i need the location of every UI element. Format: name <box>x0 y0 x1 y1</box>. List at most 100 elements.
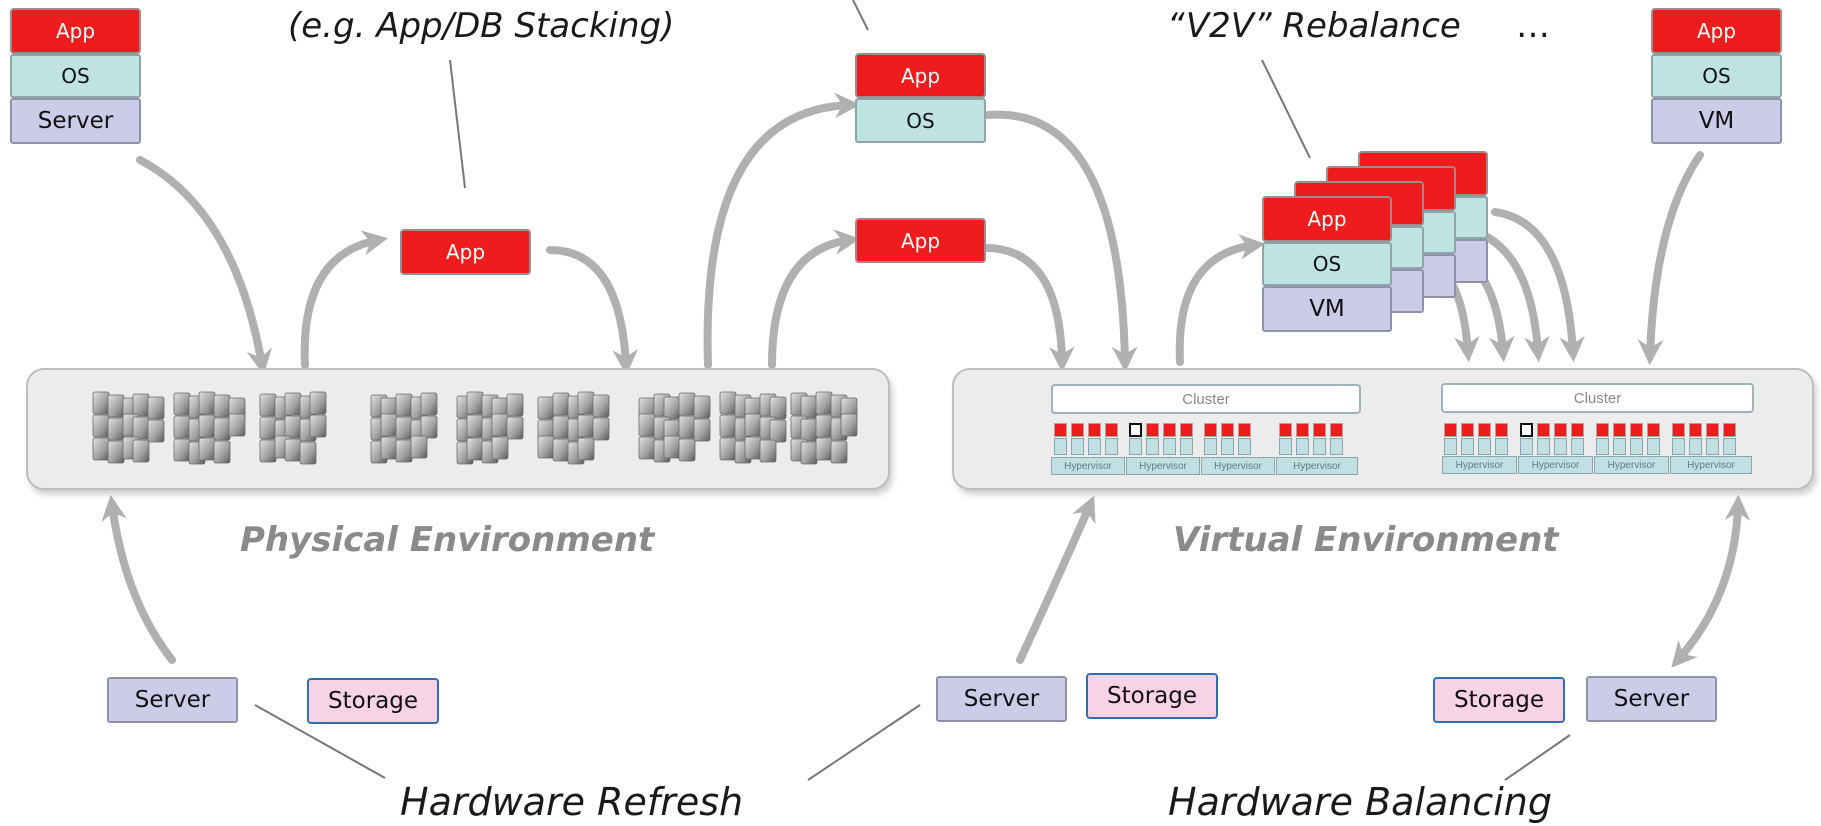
arrow-physical-to-app <box>300 230 389 369</box>
arrow-app2-to-virtual <box>984 244 1075 373</box>
os-block: OS <box>1262 242 1392 286</box>
vm-cell <box>1279 423 1292 437</box>
hypervisor-label: Hypervisor <box>1201 457 1275 475</box>
virtual-environment-label: Virtual Environment <box>1173 520 1559 560</box>
server-cluster-icon <box>790 391 858 465</box>
v2v-stack-card-front: App OS VM <box>1262 196 1392 332</box>
vm-cell <box>1647 438 1660 455</box>
physical-environment-panel <box>26 368 890 490</box>
cluster-title-left: Cluster <box>1051 384 1361 414</box>
server-cluster-icon <box>719 391 787 464</box>
hypervisor-label: Hypervisor <box>1594 456 1669 474</box>
arrow-balancing-double <box>1671 494 1751 668</box>
callout-line-refresh-left <box>254 704 386 779</box>
caption-stacking: (e.g. App/DB Stacking) <box>288 6 675 46</box>
storage-block: Storage <box>307 678 439 724</box>
vm-cell <box>1613 423 1626 437</box>
vm-cell <box>1520 438 1533 455</box>
vm-cell <box>1313 438 1326 455</box>
vm-cell <box>1296 423 1309 437</box>
vm-cell <box>1221 423 1234 437</box>
server-cluster-icon <box>638 392 711 463</box>
app-block: App <box>1651 8 1782 54</box>
vm-cell <box>1461 423 1474 437</box>
vm-block: VM <box>1651 98 1782 144</box>
vm-cell <box>1571 438 1584 455</box>
vm-cell <box>1238 438 1251 455</box>
vm-cell <box>1279 438 1292 455</box>
vm-cell <box>1630 423 1643 437</box>
vm-cell <box>1296 438 1309 455</box>
vm-cell <box>1330 423 1343 437</box>
vm-cell <box>1647 423 1660 437</box>
server-block: Server <box>107 677 238 723</box>
cluster-title-right: Cluster <box>1441 383 1754 413</box>
vm-cell <box>1596 438 1609 455</box>
arrow-app-to-physical <box>546 246 638 376</box>
vm-cell <box>1596 423 1609 437</box>
vm-cell <box>1105 423 1118 437</box>
vm-cell <box>1180 423 1193 437</box>
app-block: App <box>855 53 986 98</box>
vm-cell <box>1129 438 1142 455</box>
hypervisor-label: Hypervisor <box>1126 457 1200 475</box>
server-cluster-icon <box>259 391 327 465</box>
callout-line-refresh-right <box>807 704 921 781</box>
server-cluster-icon <box>537 391 610 465</box>
vm-cell <box>1571 423 1584 437</box>
physical-environment-label: Physical Environment <box>240 520 655 560</box>
vm-cell <box>1105 438 1118 455</box>
hypervisor-label: Hypervisor <box>1276 457 1358 475</box>
os-block: OS <box>10 54 141 98</box>
vm-cell <box>1163 423 1176 437</box>
vm-cell <box>1054 423 1067 437</box>
arrow-server-to-physical <box>136 156 272 376</box>
vm-cell <box>1204 423 1217 437</box>
vm-cell <box>1204 438 1217 455</box>
vm-cell <box>1520 423 1533 437</box>
server-block: Server <box>936 676 1067 722</box>
caption-ellipsis: … <box>1516 6 1550 46</box>
arrow-server-up-physical <box>101 494 176 664</box>
vm-cell <box>1537 423 1550 437</box>
server-farm-icon <box>92 391 858 465</box>
vm-cell <box>1672 423 1685 437</box>
app-block: App <box>1262 196 1392 242</box>
vm-cell <box>1706 438 1719 455</box>
vm-cell <box>1129 423 1142 437</box>
arrow-virtual-to-v2v <box>1175 234 1266 366</box>
callout-line-v2v <box>1261 59 1311 159</box>
vm-cell <box>1054 438 1067 455</box>
vm-cell <box>1180 438 1193 455</box>
vm-cell <box>1672 438 1685 455</box>
vm-cell <box>1495 423 1508 437</box>
vm-cell <box>1537 438 1550 455</box>
vm-cell <box>1723 423 1736 437</box>
os-block: OS <box>1651 54 1782 98</box>
vm-cell <box>1146 438 1159 455</box>
vm-cell <box>1444 423 1457 437</box>
arrow-appos-to-virtual <box>984 110 1138 373</box>
vm-cell <box>1238 423 1251 437</box>
vm-cell <box>1554 423 1567 437</box>
vm-cell <box>1330 438 1343 455</box>
vm-cell <box>1221 438 1234 455</box>
vm-cell <box>1630 438 1643 455</box>
server-cluster-icon <box>370 392 438 464</box>
vm-cell <box>1313 423 1326 437</box>
arrow-server-up-virtual <box>1016 495 1096 664</box>
caption-hardware-refresh: Hardware Refresh <box>400 780 744 824</box>
server-cluster-icon <box>456 391 524 465</box>
vm-cell <box>1613 438 1626 455</box>
vm-cell <box>1495 438 1508 455</box>
app-block: App <box>10 8 141 54</box>
vm-cell <box>1071 423 1084 437</box>
arrow-physical-to-appos <box>703 92 861 369</box>
server-block: Server <box>1586 676 1717 722</box>
vm-cell <box>1071 438 1084 455</box>
vm-cell <box>1689 423 1702 437</box>
callout-line-top <box>852 0 869 31</box>
vm-cell <box>1088 423 1101 437</box>
vm-block: VM <box>1262 286 1392 332</box>
